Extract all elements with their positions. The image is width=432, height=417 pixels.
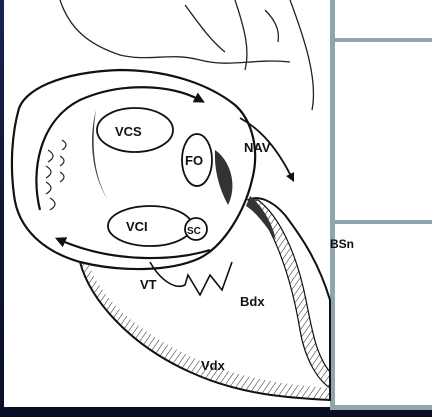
label-vt: VT: [140, 277, 157, 292]
label-vdx: Vdx: [201, 358, 226, 373]
vci-opening: [108, 206, 192, 246]
label-sc: SC: [187, 226, 201, 237]
label-bsn: BSn: [330, 237, 354, 251]
label-bdx: Bdx: [240, 294, 265, 309]
pectinate-muscles: [46, 140, 66, 210]
crista-shading: [215, 150, 233, 205]
label-vci: VCI: [126, 219, 148, 234]
label-fo: FO: [185, 153, 203, 168]
label-vcs: VCS: [115, 124, 142, 139]
label-nav: NAV: [244, 140, 271, 155]
